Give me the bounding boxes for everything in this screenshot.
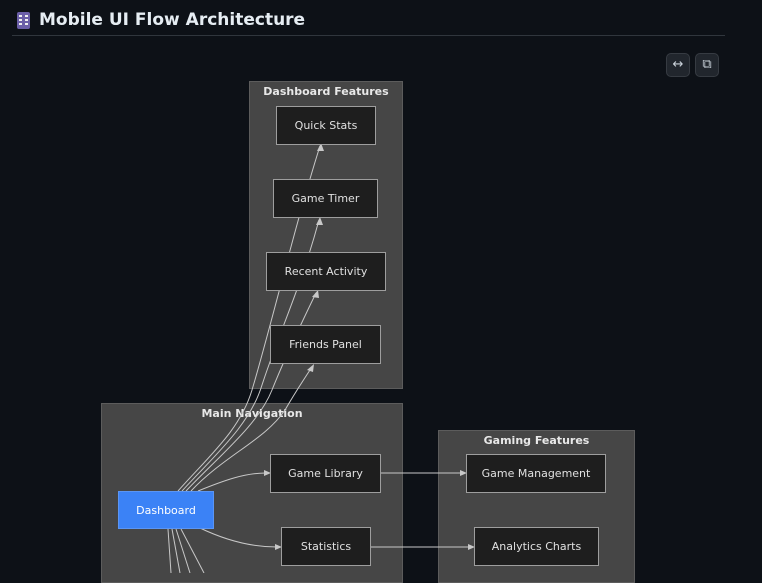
node-game-library[interactable]: Game Library (270, 454, 381, 493)
cluster-title: Main Navigation (201, 407, 303, 420)
page-header: Mobile UI Flow Architecture (12, 0, 725, 36)
node-recent-activity[interactable]: Recent Activity (266, 252, 386, 291)
copy-button[interactable]: ⧉ (695, 53, 719, 77)
node-analytics-charts[interactable]: Analytics Charts (474, 527, 599, 566)
cluster-title: Gaming Features (483, 434, 590, 447)
node-game-timer[interactable]: Game Timer (273, 179, 378, 218)
node-dashboard[interactable]: Dashboard (118, 491, 214, 529)
expand-button[interactable]: ↔ (666, 53, 690, 77)
cluster-title: Dashboard Features (263, 85, 389, 98)
node-game-management[interactable]: Game Management (466, 454, 606, 493)
node-statistics[interactable]: Statistics (281, 527, 371, 566)
page-title: Mobile UI Flow Architecture (39, 10, 306, 30)
node-quick-stats[interactable]: Quick Stats (276, 106, 376, 145)
copy-icon: ⧉ (702, 57, 712, 72)
node-friends-panel[interactable]: Friends Panel (270, 325, 381, 364)
mobile-phone-icon (17, 12, 30, 29)
expand-icon: ↔ (672, 57, 684, 72)
